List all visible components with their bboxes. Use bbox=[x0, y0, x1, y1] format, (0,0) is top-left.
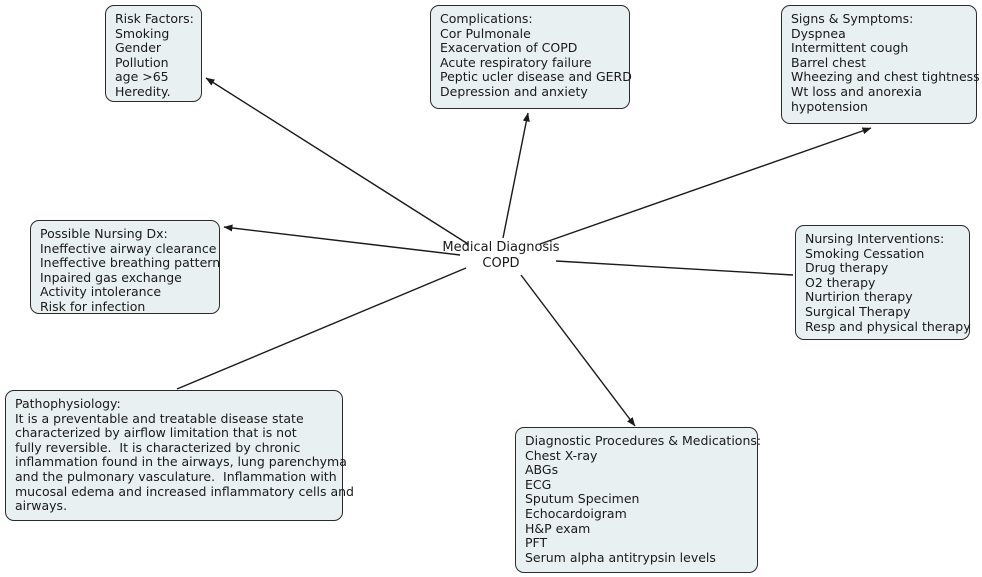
hub-to-diagnostic-procedures bbox=[520, 274, 636, 427]
node-possible-nursing-dx[interactable]: Possible Nursing Dx:Ineffective airway c… bbox=[30, 220, 220, 314]
node-item: Dyspnea bbox=[791, 25, 846, 41]
node-item: H&P exam bbox=[525, 520, 591, 536]
node-item: It is a preventable and treatable diseas… bbox=[15, 410, 304, 426]
node-item: Cor Pulmonale bbox=[440, 25, 531, 41]
node-heading: Complications: bbox=[440, 11, 533, 26]
node-item: Depression and anxiety bbox=[440, 83, 588, 99]
node-item: Nurtirion therapy bbox=[805, 289, 913, 305]
node-item: hypotension bbox=[791, 98, 868, 114]
node-heading: Diagnostic Procedures & Medications: bbox=[525, 433, 762, 448]
hub-to-risk-factors bbox=[205, 77, 469, 245]
node-item: Chest X-ray bbox=[525, 447, 598, 463]
node-item: Drug therapy bbox=[805, 260, 889, 276]
node-item: PFT bbox=[525, 535, 548, 551]
node-diagnostic-procedures[interactable]: Diagnostic Procedures & Medications:Ches… bbox=[515, 427, 762, 573]
hub-to-nursing-interventions bbox=[555, 260, 794, 276]
node-item: Peptic ucler disease and GERD bbox=[440, 69, 632, 85]
node-item: O2 therapy bbox=[805, 274, 876, 290]
node-item: Wt loss and anorexia bbox=[791, 83, 922, 99]
node-item: airways. bbox=[15, 498, 68, 514]
node-item: Acute respiratory failure bbox=[440, 54, 592, 70]
node-item: Wheezing and chest tightness bbox=[791, 69, 980, 85]
node-item: ECG bbox=[525, 476, 552, 492]
node-item: Ineffective breathing pattern bbox=[40, 255, 221, 271]
node-pathophysiology[interactable]: Pathophysiology:It is a preventable and … bbox=[5, 390, 354, 521]
hub-to-pathophysiology bbox=[176, 267, 467, 390]
node-item: Smoking bbox=[115, 25, 170, 41]
node-item: fully reversible. It is characterized by… bbox=[15, 439, 301, 455]
node-item: age >65 bbox=[115, 69, 169, 85]
node-heading: Signs & Symptoms: bbox=[791, 11, 914, 26]
node-item: Resp and physical therapy bbox=[805, 318, 971, 334]
node-item: Echocardoigram bbox=[525, 505, 627, 521]
node-item: Gender bbox=[115, 40, 162, 56]
node-heading: Pathophysiology: bbox=[15, 396, 121, 411]
hub-to-complications bbox=[502, 112, 530, 239]
medical-diagnosis-hub: Medical Diagnosis COPD bbox=[441, 240, 561, 272]
node-item: characterized by airflow limitation that… bbox=[15, 425, 297, 441]
node-heading: Risk Factors: bbox=[115, 11, 194, 26]
node-item: ABGs bbox=[525, 462, 559, 478]
node-item: Inpaired gas exchange bbox=[40, 269, 182, 285]
node-item: Smoking Cessation bbox=[805, 245, 925, 261]
node-item: Risk for infection bbox=[40, 298, 146, 314]
node-item: Exacervation of COPD bbox=[440, 40, 578, 56]
node-item: mucosal edema and increased inflammatory… bbox=[15, 483, 354, 499]
hub-line: Medical Diagnosis bbox=[442, 240, 560, 255]
node-item: Activity intolerance bbox=[40, 284, 162, 300]
node-item: Sputum Specimen bbox=[525, 491, 640, 507]
node-item: and the pulmonary vasculature. Inflammat… bbox=[15, 468, 337, 484]
node-heading: Nursing Interventions: bbox=[805, 231, 945, 246]
hub-to-possible-nursing-dx bbox=[223, 224, 461, 256]
node-item: Pollution bbox=[115, 54, 169, 70]
node-item: Surgical Therapy bbox=[805, 303, 911, 319]
hub-line: COPD bbox=[482, 256, 520, 271]
node-item: Serum alpha antitrypsin levels bbox=[525, 549, 716, 565]
node-heading: Possible Nursing Dx: bbox=[40, 226, 168, 241]
node-item: Barrel chest bbox=[791, 54, 867, 70]
node-item: Ineffective airway clearance bbox=[40, 240, 217, 256]
node-item: Heredity. bbox=[115, 83, 171, 99]
node-item: inflammation found in the airways, lung … bbox=[15, 454, 347, 470]
node-item: Intermittent cough bbox=[791, 40, 909, 56]
